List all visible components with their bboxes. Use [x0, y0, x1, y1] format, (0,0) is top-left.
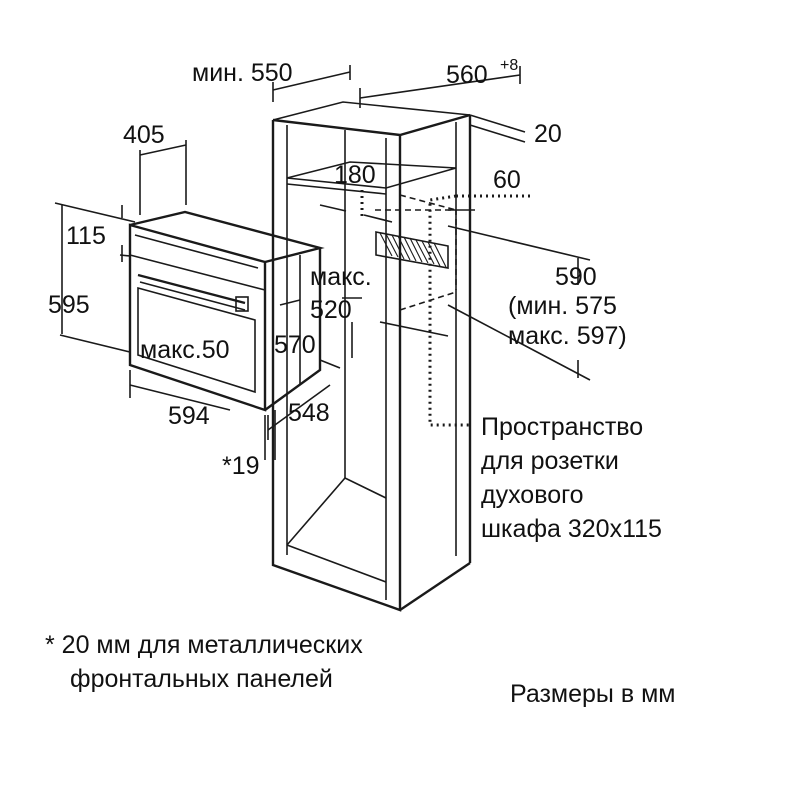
socket-note-line-2: для розетки: [481, 447, 619, 475]
dim-570: 570: [274, 331, 316, 359]
dim-180: 180: [334, 161, 376, 189]
dim-star-19: *19: [222, 452, 260, 480]
dim-min-550: мин. 550: [192, 59, 293, 87]
dim-594: 594: [168, 402, 210, 430]
footnote: * 20 мм для металлических фронтальных па…: [45, 631, 363, 693]
dim-560: 560: [446, 61, 488, 89]
dim-548: 548: [288, 399, 330, 427]
dim-60: 60: [493, 166, 521, 194]
dim-20: 20: [534, 120, 562, 148]
dim-590: 590: [555, 263, 597, 291]
dim-405: 405: [123, 121, 165, 149]
footnote-line-2: фронтальных панелей: [70, 665, 333, 693]
dim-max-label: макс.: [310, 263, 372, 291]
dim-560-tolerance: +8: [500, 57, 518, 74]
oven-drawing: [128, 210, 325, 412]
dim-max-50: макс.50: [140, 336, 230, 364]
footnote-line-1: * 20 мм для металлических: [45, 631, 363, 659]
dim-115: 115: [66, 222, 106, 250]
dim-max-597: макс. 597): [508, 322, 627, 350]
units-note: Размеры в мм: [510, 680, 675, 708]
socket-note-line-4: шкафа 320x115: [481, 515, 662, 543]
dim-595: 595: [48, 291, 90, 319]
socket-note-line-3: духового: [481, 481, 584, 509]
dimension-lines: [54, 65, 591, 460]
socket-note: Пространство для розетки духового шкафа …: [481, 413, 662, 543]
vent-hatching: [379, 232, 447, 268]
socket-note-line-1: Пространство: [481, 413, 643, 441]
dim-520: 520: [310, 296, 352, 324]
dim-min-575: (мин. 575: [508, 292, 617, 320]
cabinet-drawing: [271, 101, 530, 612]
